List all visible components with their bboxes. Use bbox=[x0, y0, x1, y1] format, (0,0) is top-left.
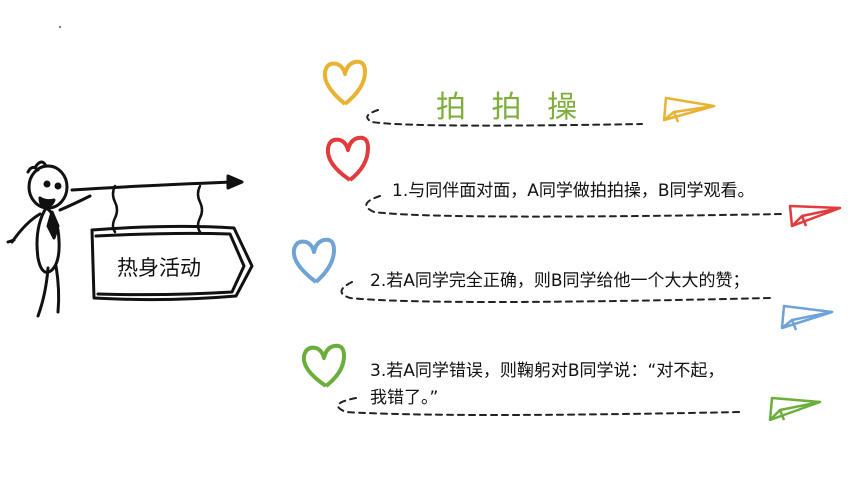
blue-paper-plane-icon bbox=[780, 304, 834, 331]
instruction-3: 3.若A同学错误，则鞠躬对B同学说：“对不起， 我错了。” bbox=[370, 358, 724, 412]
blue-heart-icon bbox=[291, 237, 336, 284]
dashed-line-1 bbox=[366, 109, 643, 127]
dot-mark bbox=[59, 26, 61, 28]
instruction-1: 1.与同伴面对面，A同学做拍拍操，B同学观看。 bbox=[392, 181, 755, 201]
red-paper-plane-icon bbox=[788, 204, 842, 228]
dashed-line-3 bbox=[340, 281, 771, 303]
dashed-line-4 bbox=[337, 397, 741, 416]
red-heart-icon bbox=[325, 135, 370, 182]
instruction-3-line-2: 我错了。” bbox=[370, 388, 439, 408]
instruction-3-line-1: 3.若A同学错误，则鞠躬对B同学说：“对不起， bbox=[370, 361, 725, 381]
green-heart-icon bbox=[301, 343, 346, 388]
green-paper-plane-icon bbox=[768, 396, 822, 422]
signpost-icon bbox=[70, 174, 254, 302]
yellow-heart-icon bbox=[322, 59, 367, 106]
dashed-line-2 bbox=[365, 195, 785, 218]
sign-label: 热身活动 bbox=[117, 256, 201, 280]
activity-title: 拍 拍 操 bbox=[436, 90, 586, 125]
yellow-paper-plane-icon bbox=[662, 96, 716, 123]
stick-figure-icon bbox=[6, 160, 92, 318]
instruction-2: 2.若A同学完全正确，则B同学给他一个大大的赞； bbox=[370, 271, 750, 291]
